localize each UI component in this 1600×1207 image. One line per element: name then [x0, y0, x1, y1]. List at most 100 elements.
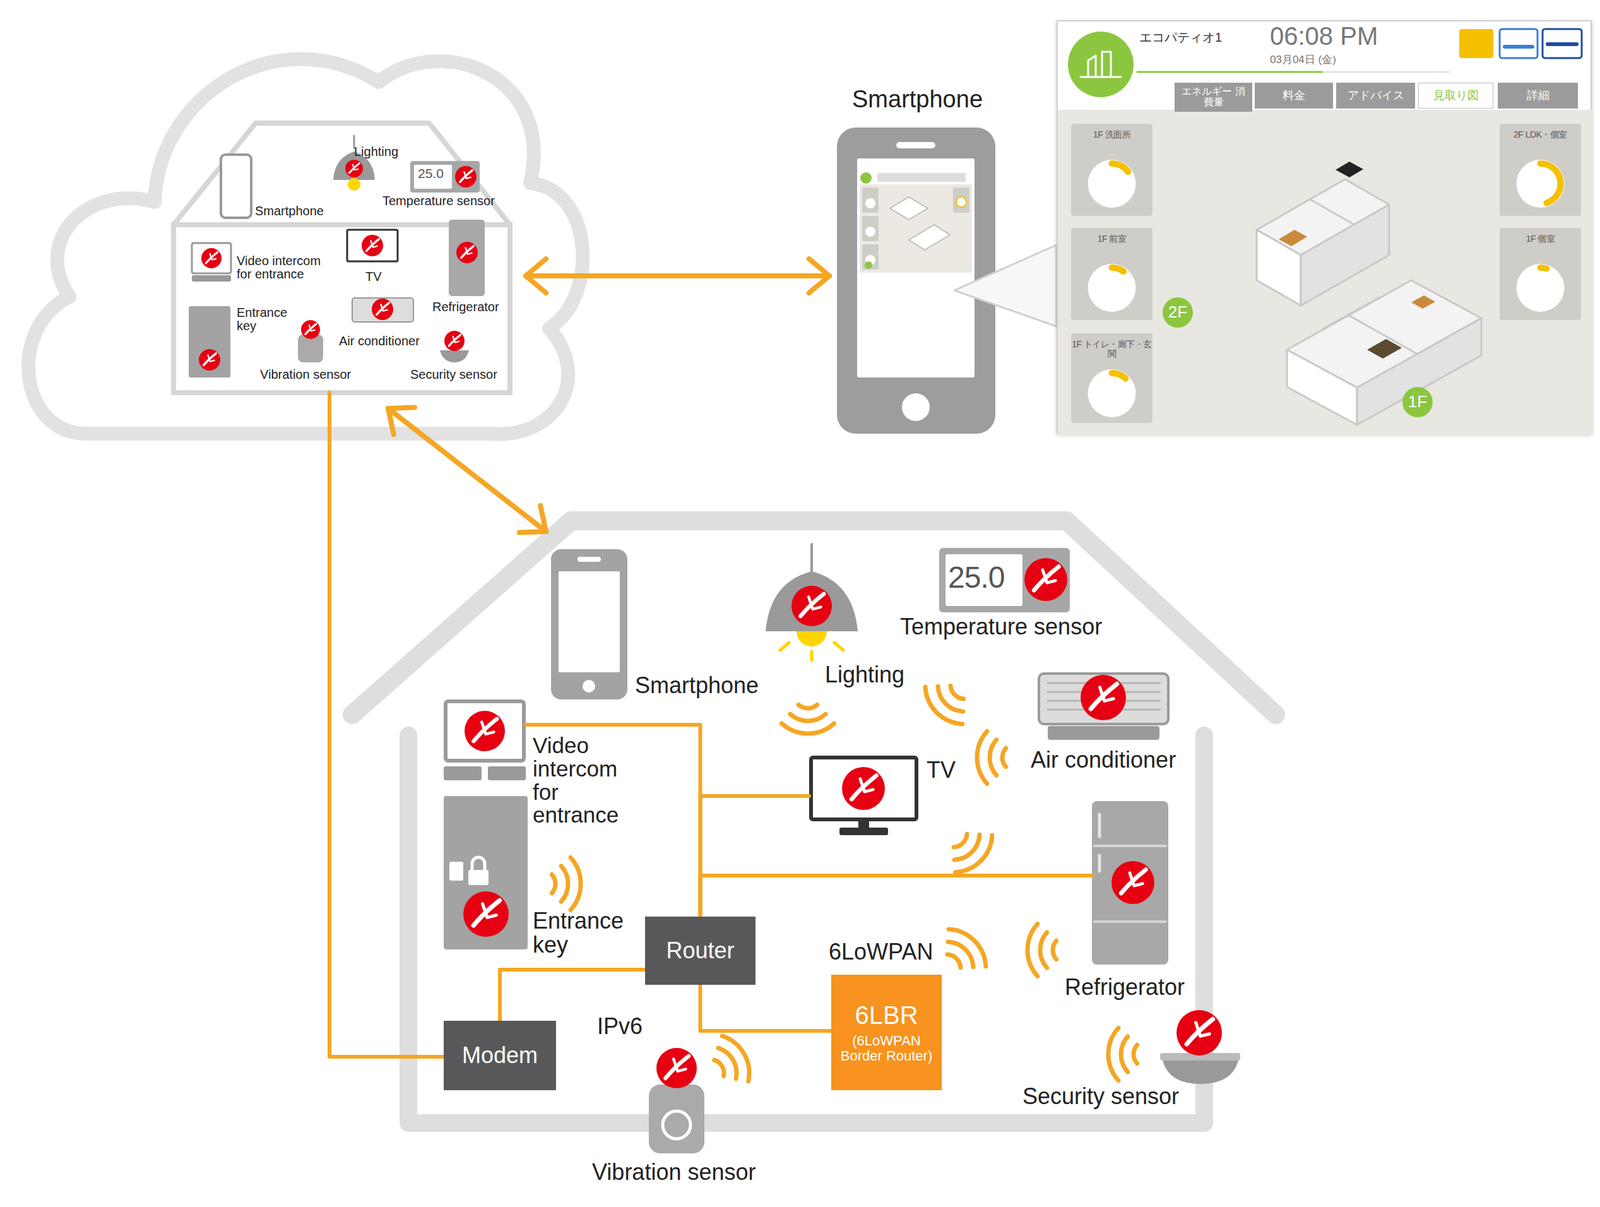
device-label: Security sensor — [410, 367, 498, 382]
arrow-head — [525, 258, 546, 293]
vibration-body — [648, 1084, 705, 1154]
logo-badge — [464, 710, 505, 752]
wall-1f — [1357, 318, 1482, 425]
wireless-wave — [551, 874, 556, 893]
logo-badge — [1080, 674, 1126, 721]
entrance-key: Entrance key — [443, 795, 528, 950]
mini-screen-logo — [860, 172, 872, 184]
aircon-body — [1038, 673, 1169, 724]
device-label: 25.0 — [417, 166, 444, 181]
entrance-key-reader — [449, 861, 464, 881]
device-label: TV — [365, 270, 382, 284]
logo-badge — [1111, 860, 1155, 904]
smartphone-button — [901, 393, 930, 421]
partner-logo-mark — [1547, 42, 1577, 47]
logo-badge — [456, 241, 478, 264]
logo-mark — [305, 323, 317, 335]
wireless-wave — [570, 857, 581, 911]
device-label: 25.0 — [948, 561, 1005, 594]
mini-screen-gauge — [865, 198, 876, 209]
device-label: Entrance key — [236, 306, 300, 333]
connector-line — [700, 984, 832, 1031]
wireless-wave — [925, 686, 963, 724]
smartphone-screen — [558, 571, 620, 673]
intercom-monitor — [445, 701, 524, 761]
device-label: 03月04日 (金) — [1269, 54, 1337, 66]
wireless-wave — [561, 865, 569, 902]
gauge-arc — [1112, 373, 1126, 379]
logo-mark — [448, 334, 461, 346]
mini-screen-card — [862, 187, 879, 213]
gauge-dial — [1088, 159, 1137, 208]
security-sensor: Security sensor — [1158, 1009, 1241, 1084]
logo-mark — [800, 593, 824, 617]
device-label: Smartphone — [634, 673, 759, 698]
logo-badge — [201, 248, 222, 269]
logo-mark — [309, 325, 315, 331]
furniture — [1411, 295, 1436, 309]
device-label: Air conditioner — [338, 334, 420, 348]
app-title: エコパティオ1 — [1139, 30, 1222, 45]
device-label: Entrance key — [532, 908, 624, 957]
mini-refrigerator — [448, 219, 485, 297]
mini-lcd — [414, 164, 452, 189]
gauge-arc — [1112, 267, 1125, 272]
temperature-sensor: 25.0Temperature sensor — [939, 547, 1070, 613]
wireless-wave — [722, 1035, 750, 1082]
lamp-shade — [765, 571, 858, 632]
logo-mark — [370, 240, 377, 247]
logo-mark — [665, 1055, 689, 1079]
logo-mark — [1042, 569, 1056, 583]
logo-mark — [1129, 872, 1143, 886]
mini-house-roof — [173, 123, 510, 225]
connector — [700, 984, 832, 1031]
device-label: Lighting — [354, 145, 399, 159]
device-label: Video intercom for entrance — [532, 734, 619, 827]
arrow-head — [809, 258, 830, 293]
smartphone: Smartphone — [836, 127, 996, 434]
video-intercom: Video intercom for entrance — [443, 699, 526, 781]
wireless-wave — [1108, 1028, 1119, 1081]
mini-intercom — [191, 242, 232, 274]
callout-wedge — [954, 244, 1057, 327]
air-conditioner: Air conditioner — [1038, 673, 1169, 740]
screen-body — [1057, 109, 1594, 435]
logo-mark — [203, 353, 217, 366]
entrance-lock — [472, 857, 485, 870]
box-text: 1F — [1408, 393, 1428, 411]
wireless-wave — [714, 1059, 724, 1076]
logo-badge — [371, 298, 394, 320]
wireless-wave — [947, 954, 961, 968]
lamp-bulb — [796, 631, 827, 647]
connector-line — [525, 724, 701, 917]
refrigerator-body — [1091, 800, 1169, 965]
logo-badge — [198, 349, 221, 371]
furniture — [1278, 229, 1308, 247]
logo-mark — [376, 302, 390, 315]
connector — [499, 969, 646, 1021]
partition — [1322, 297, 1418, 355]
logo-mark — [461, 246, 475, 259]
tab: 料金 — [1254, 82, 1334, 109]
mini-tv — [347, 229, 398, 262]
device-label: TV — [926, 758, 956, 783]
device-label: Temperature sensor — [900, 614, 1103, 639]
box-text: 見取り図 — [1433, 89, 1479, 102]
wall-1f — [1286, 349, 1358, 425]
room-name: 1F 個室 — [1499, 234, 1582, 244]
wireless-wave — [798, 704, 817, 709]
partition — [1310, 199, 1355, 225]
smartphone-screen — [857, 158, 975, 378]
security-dish — [1162, 1060, 1239, 1084]
aircon-vent — [1047, 725, 1160, 740]
device-label: Smartphone — [852, 87, 983, 113]
room-name: 1F 前室 — [1071, 234, 1153, 244]
arrow-head — [519, 505, 546, 533]
logo-mark — [1033, 566, 1059, 591]
gauge-dial — [1088, 369, 1137, 418]
box-text: 2F — [1168, 303, 1188, 321]
app-logo — [1067, 31, 1134, 98]
wireless-wave — [954, 835, 993, 873]
connector — [700, 795, 810, 917]
logo-mark — [205, 251, 218, 264]
